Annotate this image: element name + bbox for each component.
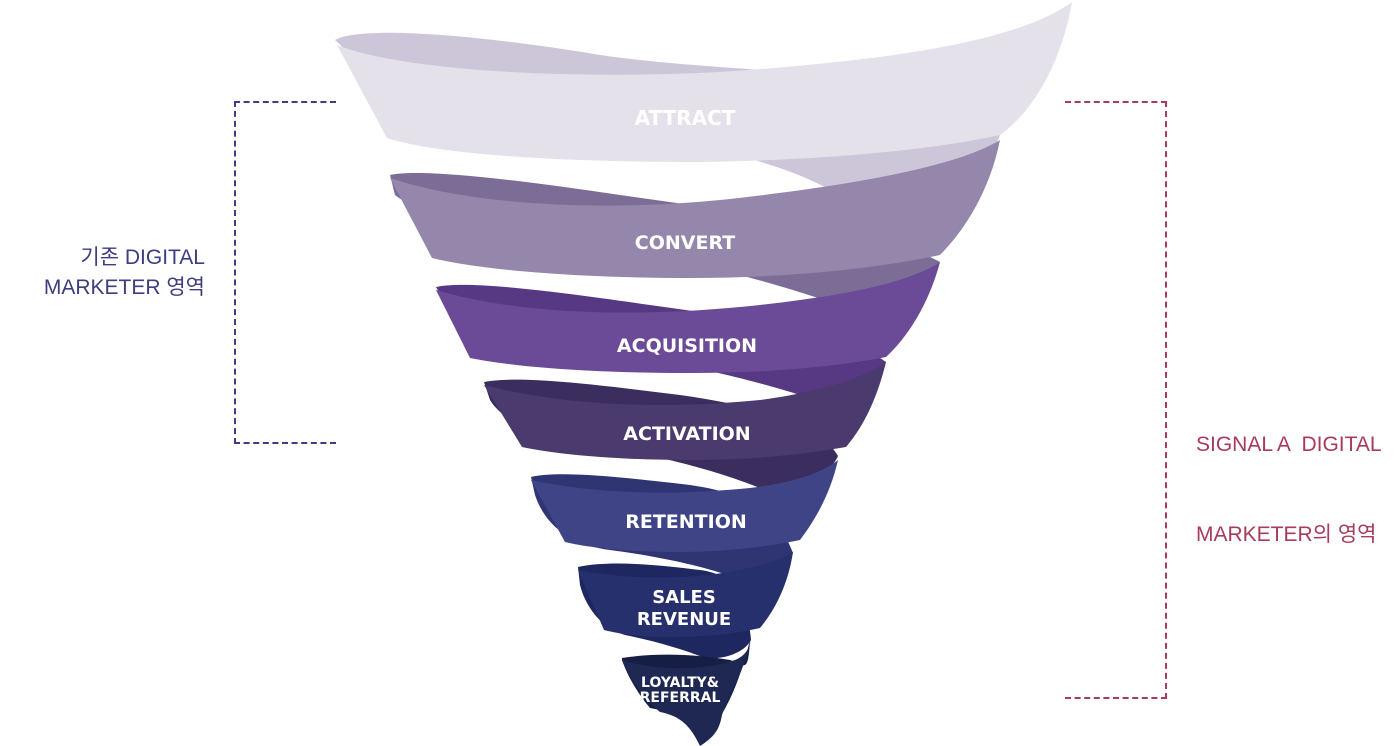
stage-attract-label: ATTRACT	[635, 106, 736, 130]
stage-sales-revenue-label-line-1: SALES	[652, 587, 716, 608]
right-annotation-line-1: SIGNAL A DIGITAL	[1196, 433, 1382, 456]
stage-loyalty-referral-front	[622, 640, 751, 746]
stage-activation-front	[484, 362, 886, 460]
left-annotation-line-2: MARKETER 영역	[43, 276, 205, 299]
funnel-stage-sales-revenue: SALES REVENUE	[578, 552, 793, 659]
left-annotation: 기존 DIGITAL MARKETER 영역	[20, 243, 205, 303]
stage-loyalty-referral-label-line-1: LOYALTY&	[641, 675, 719, 691]
stage-acquisition-label: ACQUISITION	[617, 335, 757, 357]
stage-retention-front	[531, 460, 838, 552]
stage-retention-label: RETENTION	[625, 511, 747, 533]
left-annotation-line-1: 기존 DIGITAL	[80, 246, 205, 269]
stage-acquisition-front	[436, 262, 940, 373]
left-bracket	[234, 101, 336, 444]
stage-convert-front	[390, 140, 1000, 278]
funnel-stage-retention: RETENTION	[531, 460, 838, 577]
funnel-stage-attract: ATTRACT	[335, 2, 1072, 192]
right-annotation: SIGNAL A DIGITAL MARKETER의 영역	[1196, 370, 1396, 580]
funnel-stage-activation: ACTIVATION	[484, 362, 886, 488]
right-annotation-line-2: MARKETER의 영역	[1196, 523, 1377, 546]
stage-convert-label: CONVERT	[635, 232, 735, 254]
funnel-stage-acquisition: ACQUISITION	[436, 262, 940, 395]
stage-sales-revenue-label-line-2: REVENUE	[637, 609, 731, 630]
funnel-stage-convert: CONVERT	[390, 140, 1000, 303]
right-bracket	[1065, 101, 1167, 699]
stage-loyalty-referral-label-line-2: REFERRAL	[640, 690, 721, 706]
stage-activation-label: ACTIVATION	[623, 423, 750, 445]
funnel-stage-loyalty-referral: LOYALTY& REFERRAL	[622, 640, 751, 746]
stage-attract-front	[337, 2, 1072, 162]
stage-sales-revenue-front	[578, 552, 793, 637]
